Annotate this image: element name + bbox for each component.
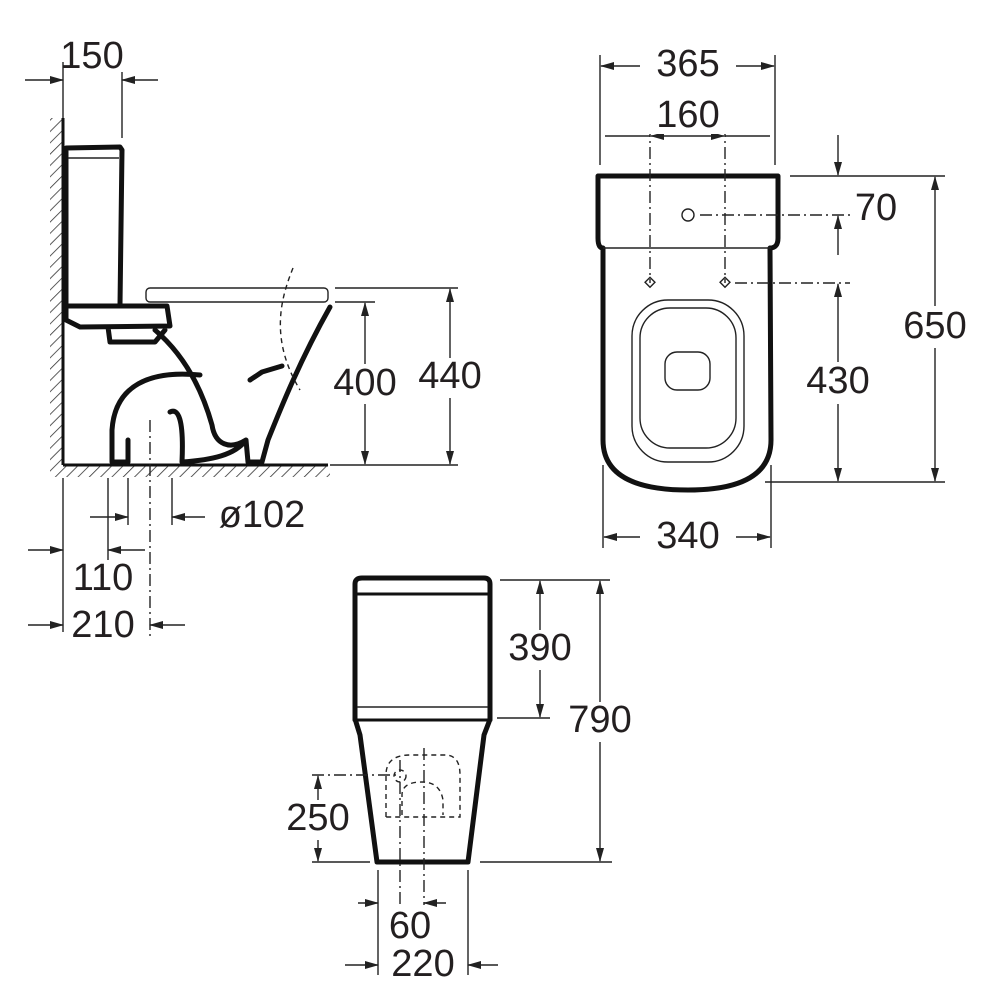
dim-rim-height: 440 <box>418 355 481 397</box>
dim-bowl-width: 340 <box>656 515 719 557</box>
dim-inlet-offset: 70 <box>855 187 897 229</box>
bowl-opening <box>664 351 711 391</box>
wall-hatch <box>50 118 63 465</box>
dim-seat-height: 400 <box>333 362 396 404</box>
dim-fixing-to-front: 430 <box>806 360 869 402</box>
dim-outlet-axis-min: 110 <box>73 557 134 599</box>
inner-dashed-outline <box>401 781 444 815</box>
top-view: 365 160 70 430 650 340 <box>595 43 978 557</box>
side-view: 150 400 440 ø102 110 210 <box>25 35 487 646</box>
dim-tank-depth: 150 <box>60 35 123 77</box>
seat-outline <box>631 299 745 463</box>
inlet-dashed-outline <box>385 754 461 818</box>
cistern-front <box>352 575 493 723</box>
floor-hatch <box>50 465 330 477</box>
dim-overall-width: 365 <box>656 43 719 85</box>
dim-total-height: 790 <box>568 699 631 741</box>
seat-inner <box>639 307 737 449</box>
dim-inlet-height: 250 <box>286 797 349 839</box>
dim-fixing-spacing: 160 <box>656 94 719 136</box>
pan-front <box>353 719 492 865</box>
dim-total-depth: 650 <box>903 305 966 347</box>
dim-outlet-diameter: ø102 <box>219 494 306 536</box>
inlet-symbol <box>681 208 695 222</box>
seat-swing-arc <box>279 267 301 391</box>
dim-outlet-axis-max: 210 <box>71 604 134 646</box>
cistern-base <box>63 302 173 345</box>
seat-lid <box>145 287 329 303</box>
dim-tank-height: 390 <box>508 627 571 669</box>
dim-base-width: 220 <box>391 943 454 985</box>
front-view: 390 790 250 60 220 <box>280 575 640 985</box>
dim-inlet-offset: 60 <box>389 905 431 947</box>
fixing-hole-right <box>719 276 731 289</box>
bowl-outline <box>109 304 333 465</box>
top-outline <box>595 173 781 493</box>
cistern-outline <box>63 144 125 308</box>
fixing-hole-left <box>644 276 656 289</box>
